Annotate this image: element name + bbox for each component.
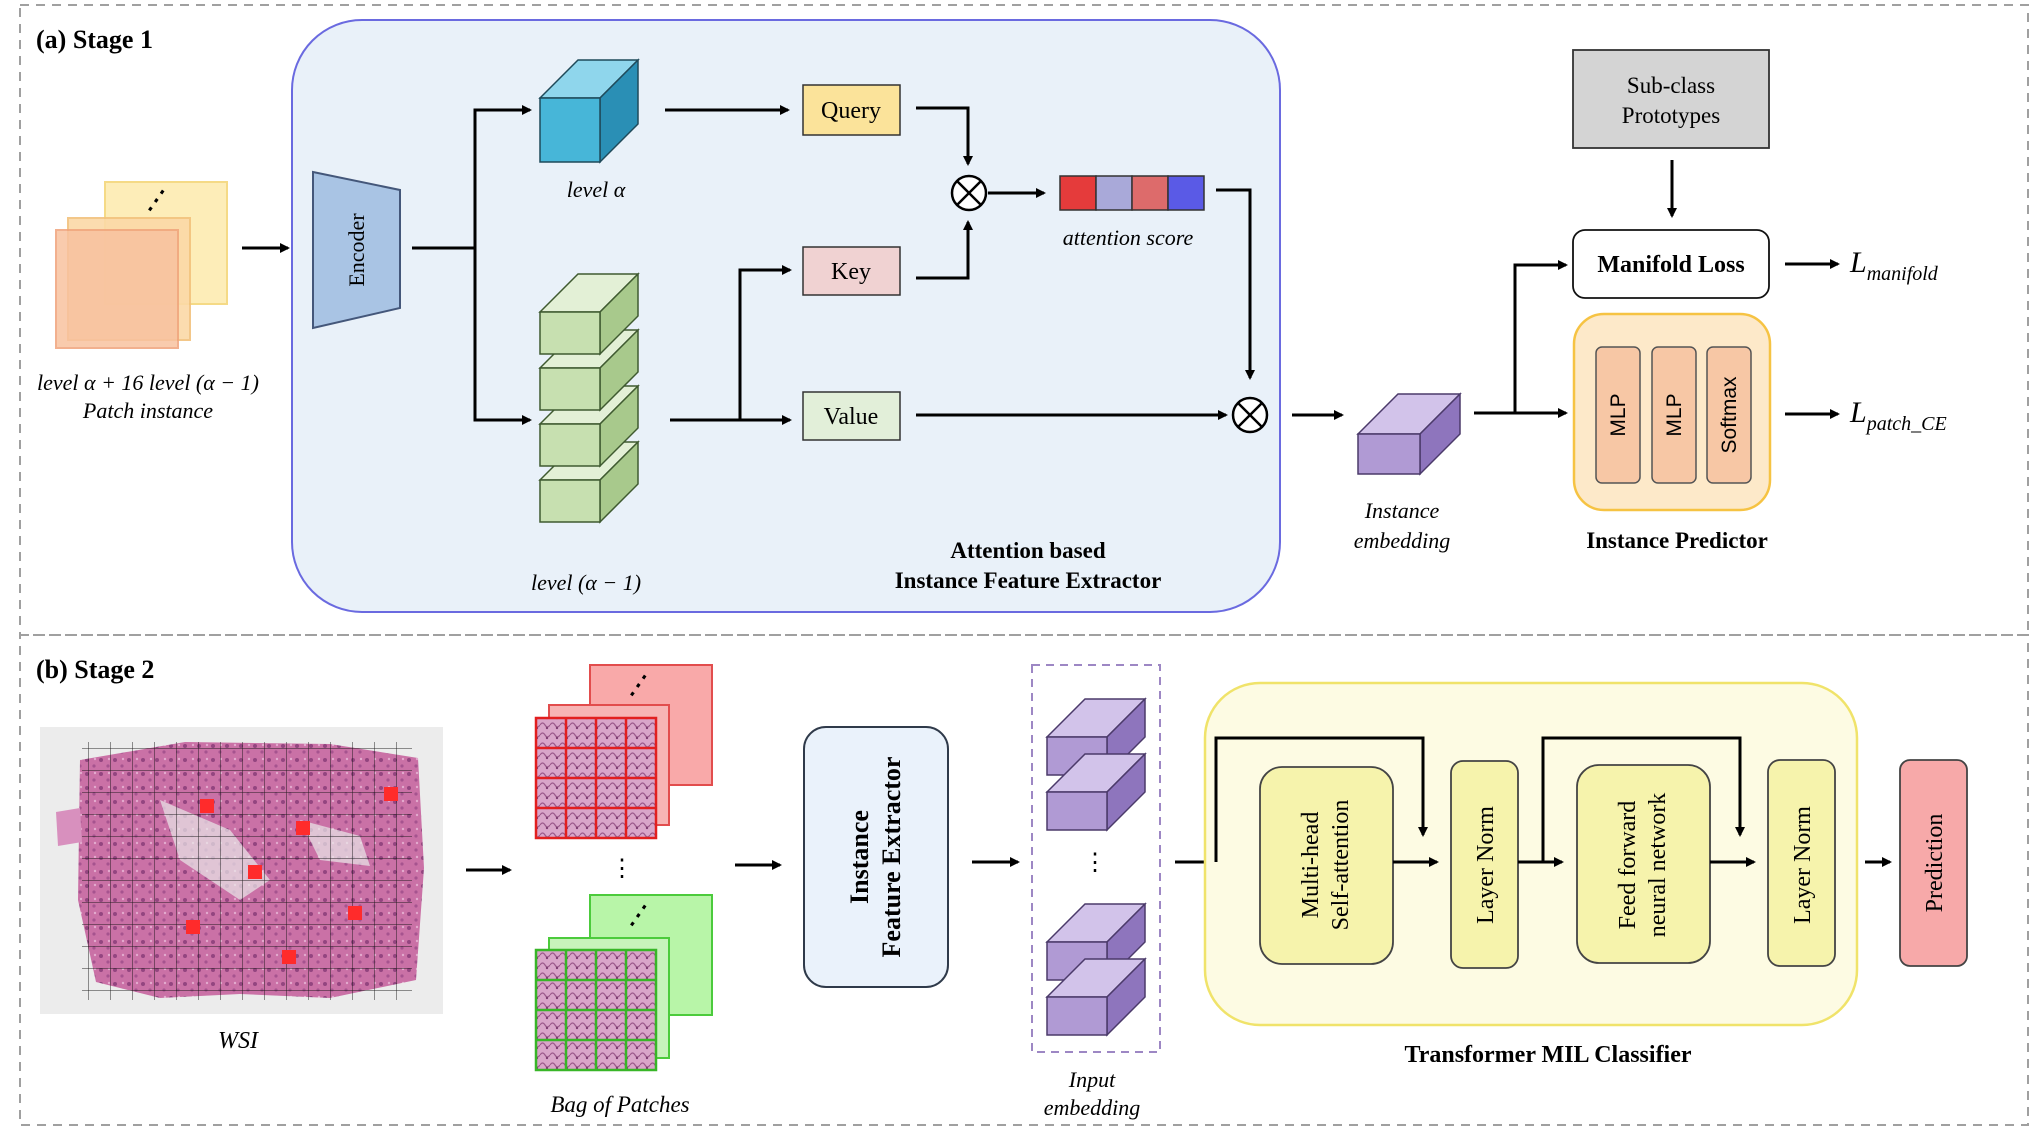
wsi-image xyxy=(40,727,443,1014)
input-embedding-box xyxy=(1031,664,1161,1053)
residual-connection-2 xyxy=(1541,736,1745,862)
extractor-title-line1: Attention based xyxy=(950,538,1105,563)
mlp-block-2 xyxy=(1651,346,1697,484)
level-alpha-cube xyxy=(538,58,640,164)
bag-green-stack: ⋮ xyxy=(534,893,713,1072)
prediction-block: Prediction xyxy=(1899,759,1968,967)
subclass-prototypes-box: Sub-class Prototypes xyxy=(1572,49,1770,149)
arrow-score-to-mult xyxy=(1216,188,1255,380)
softmax-label: Softmax xyxy=(1718,376,1741,454)
mhsa-line2: Self-attention xyxy=(1328,800,1354,931)
patch-label-line2: Patch instance xyxy=(82,398,213,423)
attention-score-bar xyxy=(1059,175,1205,211)
attention-score-label: attention score xyxy=(1063,225,1194,250)
key-label: Key xyxy=(831,259,871,285)
encoder-block: Encoder xyxy=(312,170,401,330)
arrow-embedding-to-manifold xyxy=(1474,260,1568,415)
ffn-line2: neural network xyxy=(1645,793,1671,938)
level-alpha-minus-1-label: level (α − 1) xyxy=(531,570,641,595)
value-label: Value xyxy=(824,404,879,430)
query-box: Query xyxy=(802,84,901,136)
instance-embedding-line1: Instance xyxy=(1364,498,1440,523)
bag-red-stack: ⋮ xyxy=(534,663,713,840)
instance-predictor-label: Instance Predictor xyxy=(1586,528,1768,553)
extractor-title-line2: Instance Feature Extractor xyxy=(895,568,1162,593)
mlp-block-1 xyxy=(1595,346,1641,484)
multiply-operator-2 xyxy=(1231,396,1269,434)
instance-embedding-cube xyxy=(1356,392,1462,476)
stage2-extractor-line1: Instance xyxy=(845,810,874,904)
patch-instance-stack: ⋮ xyxy=(55,178,228,349)
level-alpha-label: level α xyxy=(567,177,626,202)
input-embedding-line2: embedding xyxy=(1044,1095,1141,1120)
layer-norm-2-label: Layer Norm xyxy=(1790,806,1816,924)
layer-norm-1-block: Layer Norm xyxy=(1450,760,1519,969)
arrow-key-to-mult xyxy=(916,220,973,280)
attention-extractor-container xyxy=(291,19,1281,613)
bag-middle-ellipsis: ⋮ xyxy=(610,856,634,882)
manifold-loss-label: Manifold Loss xyxy=(1597,252,1744,278)
stage1-title: (a) Stage 1 xyxy=(36,25,153,54)
input-embedding-cubes xyxy=(1045,697,1147,1037)
arrow-query-to-mult xyxy=(916,106,973,166)
loss-patch-main: L xyxy=(1849,396,1867,429)
instance-embedding-line2: embedding xyxy=(1354,528,1451,553)
subclass-line2: Prototypes xyxy=(1622,103,1720,128)
prediction-label: Prediction xyxy=(1922,814,1948,913)
stage1-frame xyxy=(19,4,2029,636)
manifold-loss-box: Manifold Loss xyxy=(1572,229,1770,299)
mlp-label-1: MLP xyxy=(1607,393,1630,436)
stage2-extractor-line2: Feature Extractor xyxy=(877,757,906,958)
transformer-classifier-label: Transformer MIL Classifier xyxy=(1404,1042,1691,1068)
subclass-line1: Sub-class xyxy=(1627,73,1715,98)
ffn-block: Feed forward neural network xyxy=(1576,764,1711,964)
mlp-label-2: MLP xyxy=(1663,393,1686,436)
embedding-middle-ellipsis: ⋮ xyxy=(1083,850,1107,876)
level-alpha-minus-1-cubes xyxy=(538,272,640,524)
loss-manifold-main: L xyxy=(1849,246,1867,279)
bag-of-patches-label: Bag of Patches xyxy=(550,1092,689,1117)
query-label: Query xyxy=(821,98,881,124)
instance-predictor-box: MLP MLP Softmax xyxy=(1572,312,1772,512)
value-box: Value xyxy=(802,391,901,441)
mhsa-line1: Multi-head xyxy=(1298,812,1324,919)
loss-manifold-sub: manifold xyxy=(1867,263,1939,285)
residual-connection-1 xyxy=(1214,736,1428,862)
stage2-extractor-box: Instance Feature Extractor xyxy=(803,726,949,988)
loss-patch-ce: Lpatch_CE xyxy=(1849,396,1947,435)
encoder-label: Encoder xyxy=(344,213,369,287)
stage2-title: (b) Stage 2 xyxy=(36,655,154,684)
multiply-operator-1 xyxy=(950,174,988,212)
layer-norm-2-block: Layer Norm xyxy=(1767,759,1836,967)
ffn-line1: Feed forward xyxy=(1615,801,1641,930)
loss-manifold: Lmanifold xyxy=(1849,246,1939,285)
key-box: Key xyxy=(802,246,901,296)
wsi-label: WSI xyxy=(218,1028,259,1054)
arrow-encoder-branch-lower xyxy=(473,248,532,425)
input-embedding-line1: Input xyxy=(1068,1067,1116,1092)
mhsa-block: Multi-head Self-attention xyxy=(1259,766,1394,965)
layer-norm-1-label: Layer Norm xyxy=(1473,806,1499,924)
loss-patch-sub: patch_CE xyxy=(1865,413,1947,435)
patch-label-line1: level α + 16 level (α − 1) xyxy=(37,370,259,395)
softmax-block xyxy=(1706,346,1752,484)
arrow-to-key xyxy=(738,265,792,420)
arrow-encoder-branch xyxy=(412,105,532,250)
